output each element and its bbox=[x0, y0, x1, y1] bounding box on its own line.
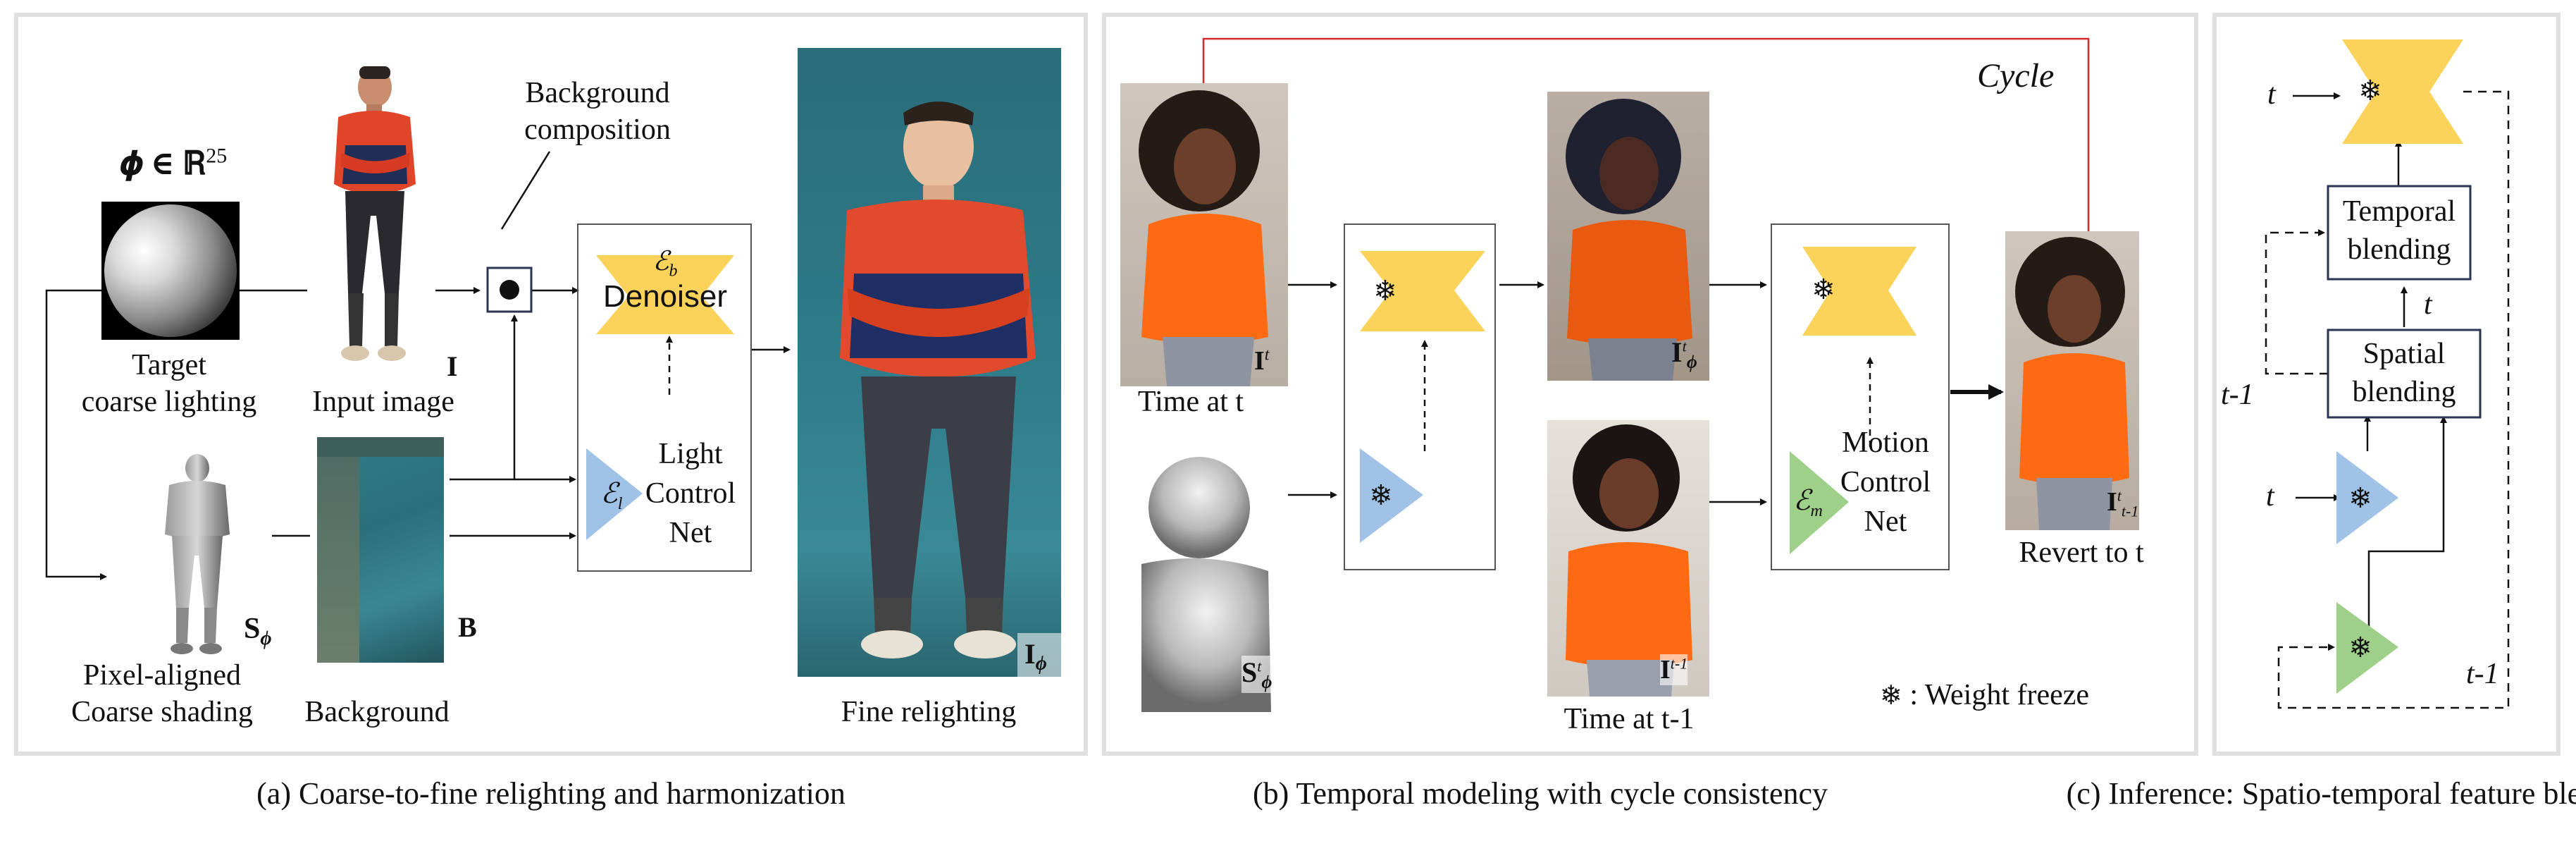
frame-t-phi-subscript: ϕ bbox=[1686, 352, 1697, 372]
snowflake-icon: ❄ bbox=[1880, 680, 1902, 711]
input-image bbox=[317, 61, 430, 371]
motion-encoder-subscript: m bbox=[1810, 502, 1823, 520]
background-composition-line2: composition bbox=[524, 114, 671, 146]
caption-b: (b) Temporal modeling with cycle consist… bbox=[1253, 776, 1828, 811]
background-image bbox=[317, 437, 444, 663]
pixel-aligned-line1: Pixel-aligned bbox=[83, 659, 241, 692]
background-composition-line1: Background bbox=[525, 77, 670, 109]
snowflake-icon: ❄ bbox=[1369, 479, 1393, 512]
frame-t-superscript: t bbox=[1264, 345, 1270, 364]
light-encoder-symbol: ℰl bbox=[600, 477, 623, 513]
light-controlnet-line2: Control bbox=[645, 477, 736, 510]
shading-t-letter: Stϕ bbox=[1241, 656, 1272, 693]
snowflake-icon: ❄ bbox=[2348, 632, 2372, 664]
coarse-lighting-sphere-image bbox=[101, 202, 240, 340]
inference-tm1-bottom: t-1 bbox=[2466, 658, 2499, 690]
inference-t-blue: t bbox=[2266, 480, 2274, 513]
fine-relighting-label-box bbox=[1017, 633, 1061, 677]
light-controlnet-line1: Light bbox=[658, 438, 723, 470]
snowflake-icon: ❄ bbox=[1373, 275, 1397, 307]
spatial-blending-line2: blending bbox=[2352, 376, 2456, 408]
frame-t-letter: It bbox=[1254, 345, 1270, 376]
input-image-label: Input image bbox=[312, 386, 454, 418]
motion-encoder-symbol: ℰm bbox=[1793, 484, 1823, 520]
snowflake-icon: ❄ bbox=[2348, 482, 2372, 515]
frame-t-phi-superscript: t bbox=[1682, 337, 1687, 355]
phi-label: 𝝓 ∈ ℝ25 bbox=[119, 144, 228, 181]
inference-t-top: t bbox=[2267, 78, 2276, 111]
shading-letter: Sϕ bbox=[244, 613, 272, 650]
background-label: Background bbox=[304, 696, 450, 728]
snowflake-icon: ❄ bbox=[1812, 274, 1835, 306]
snowflake-icon: ❄ bbox=[2358, 75, 2382, 107]
time-at-tm1-label: Time at t-1 bbox=[1563, 703, 1695, 735]
frame-tm1-superscript: t-1 bbox=[1670, 654, 1688, 673]
denoiser-encoder-subscript: b bbox=[669, 262, 678, 281]
denoiser-label: Denoiser bbox=[602, 279, 728, 314]
revert-subscript: t-1 bbox=[2121, 502, 2139, 520]
inference-t-mid: t bbox=[2424, 288, 2432, 321]
revert-letter: Itt-1 bbox=[2107, 486, 2139, 520]
motion-controlnet-line1: Motion bbox=[1842, 427, 1929, 459]
input-image-letter: I bbox=[447, 350, 458, 382]
motion-controlnet-line3: Net bbox=[1864, 505, 1907, 538]
denoiser-encoder-symbol: ℰb bbox=[652, 247, 678, 281]
frame-tm1-image bbox=[1547, 420, 1709, 697]
target-label-line1: Target bbox=[132, 349, 206, 381]
frame-t-phi-letter: Itϕ bbox=[1671, 336, 1697, 372]
weight-freeze-legend: ❄ : Weight freeze bbox=[1880, 678, 2089, 712]
temporal-blending-line1: Temporal bbox=[2342, 195, 2456, 228]
fine-relighting-label: Fine relighting bbox=[841, 696, 1017, 728]
weight-freeze-label: : Weight freeze bbox=[1909, 679, 2090, 711]
time-at-t-label: Time at t bbox=[1137, 386, 1244, 418]
fine-relighting-subscript: ϕ bbox=[1035, 653, 1047, 675]
inference-tm1-left: t-1 bbox=[2221, 379, 2254, 411]
shading-t-subscript: ϕ bbox=[1261, 672, 1272, 692]
background-letter: B bbox=[458, 611, 477, 643]
caption-a: (a) Coarse-to-fine relighting and harmon… bbox=[256, 776, 846, 811]
revert-image bbox=[2005, 231, 2139, 530]
shading-t-superscript: t bbox=[1257, 657, 1262, 675]
caption-c: (c) Inference: Spatio-temporal feature b… bbox=[2066, 776, 2576, 811]
fine-relighting-image bbox=[798, 48, 1061, 677]
light-encoder-subscript: l bbox=[617, 495, 623, 513]
frame-t-image bbox=[1120, 83, 1288, 386]
frame-tm1-letter: It-1 bbox=[1660, 654, 1688, 685]
shading-subscript: ϕ bbox=[260, 627, 272, 650]
target-label-line2: coarse lighting bbox=[81, 386, 257, 418]
light-controlnet-line3: Net bbox=[669, 517, 712, 549]
revert-label: Revert to t bbox=[2019, 537, 2144, 569]
coarse-shading-image bbox=[148, 451, 247, 656]
fine-relighting-letter: Iϕ bbox=[1024, 638, 1047, 675]
cycle-label: Cycle bbox=[1977, 57, 2055, 94]
pixel-aligned-line2: Coarse shading bbox=[71, 696, 253, 728]
motion-controlnet-line2: Control bbox=[1840, 466, 1931, 498]
spatial-blending-line1: Spatial bbox=[2363, 338, 2446, 370]
revert-superscript: t bbox=[2117, 486, 2122, 505]
phi-superscript: 25 bbox=[206, 144, 228, 168]
temporal-blending-line2: blending bbox=[2347, 233, 2451, 266]
